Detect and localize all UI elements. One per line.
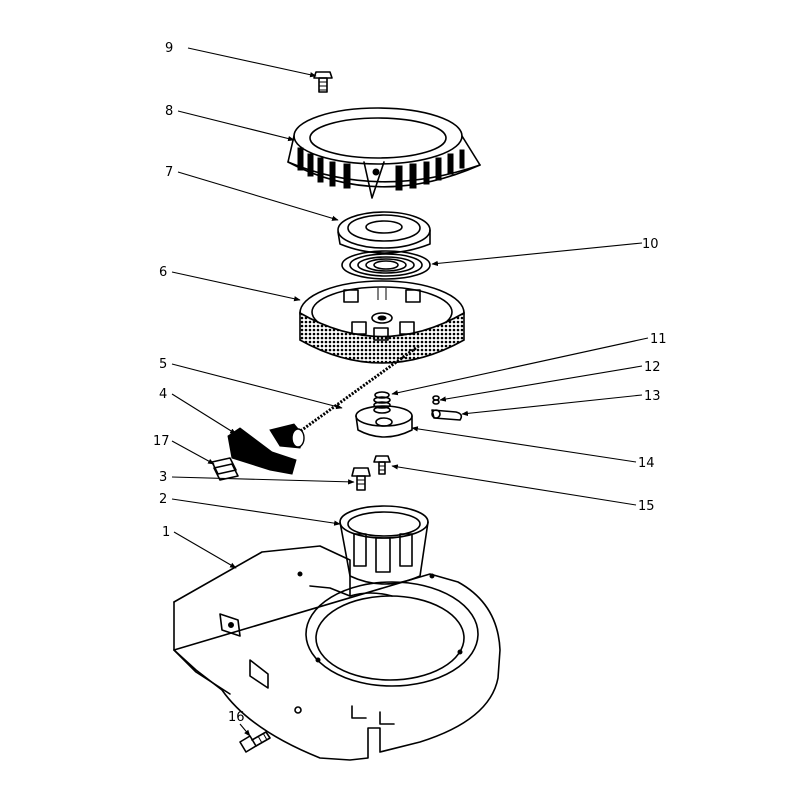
label-part-16: 16 — [228, 710, 245, 725]
label-part-7: 7 — [165, 165, 173, 180]
part-17-decal — [211, 457, 239, 481]
part-labels: 9 8 7 10 6 11 5 12 4 13 17 14 3 2 15 1 1… — [153, 41, 667, 725]
label-part-8: 8 — [165, 104, 173, 119]
part-14-starter-cup — [355, 405, 413, 438]
part-5-starter-rope — [294, 343, 421, 437]
label-part-15: 15 — [638, 499, 655, 514]
label-part-6: 6 — [159, 265, 167, 280]
label-part-14: 14 — [638, 456, 655, 471]
part-4-starter-handle — [227, 423, 305, 475]
part-15-screw — [373, 455, 391, 475]
part-8-starter-cover — [287, 107, 481, 199]
label-part-11: 11 — [650, 332, 667, 347]
part-10-recoil-spring — [341, 250, 431, 280]
part-16-screw — [239, 731, 271, 753]
label-part-13: 13 — [644, 389, 661, 404]
part-3-screw — [351, 467, 371, 491]
label-part-4: 4 — [159, 387, 167, 402]
part-6-rope-pulley — [299, 280, 465, 364]
part-2-starter-cup — [339, 505, 429, 585]
part-9-screw — [313, 71, 333, 93]
part-7-spring-plate — [337, 211, 431, 254]
part-13-pawl — [431, 409, 463, 421]
part-1-blower-housing — [173, 545, 501, 761]
label-part-10: 10 — [642, 237, 659, 252]
label-part-5: 5 — [159, 357, 167, 372]
label-part-1: 1 — [162, 525, 170, 540]
part-12-small-spring — [432, 395, 440, 405]
label-part-9: 9 — [165, 41, 173, 56]
label-part-3: 3 — [159, 470, 167, 485]
label-part-17: 17 — [153, 434, 170, 449]
part-11-spring — [373, 391, 391, 414]
leader-lines — [171, 47, 649, 737]
label-part-12: 12 — [644, 360, 661, 375]
label-part-2: 2 — [159, 492, 167, 507]
